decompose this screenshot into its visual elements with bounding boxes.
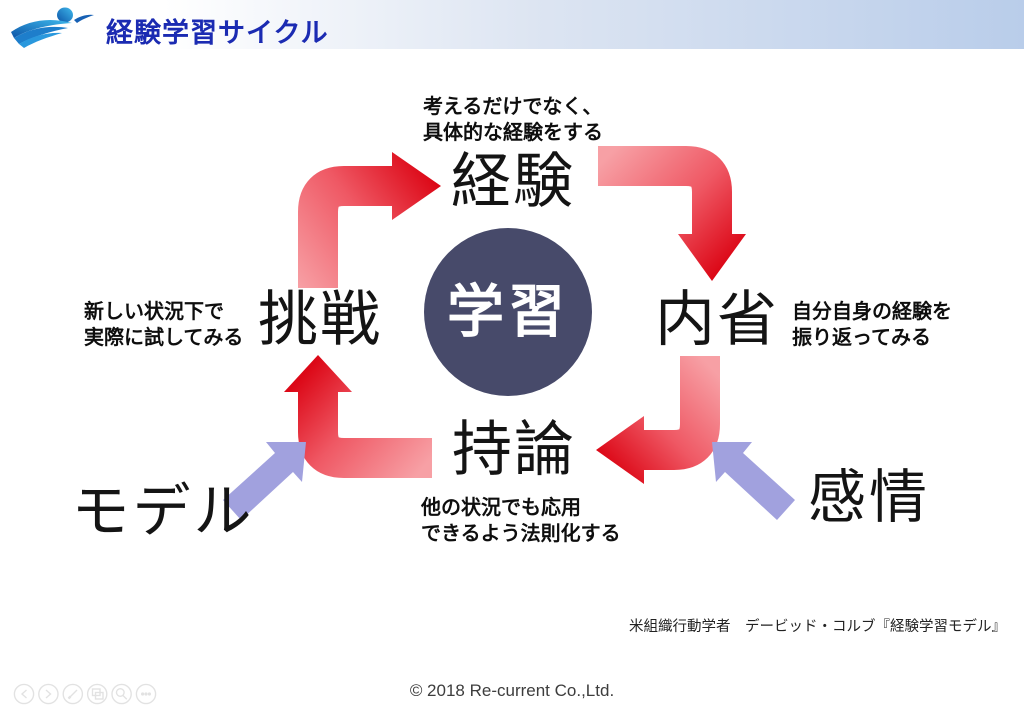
- annotation-theory: 他の状況でも応用 できるよう法則化する: [421, 495, 621, 548]
- arrow-theory-to-challenge: [284, 355, 432, 478]
- pen-icon[interactable]: [62, 683, 84, 705]
- annotation-line: 新しい状況下で: [84, 301, 224, 323]
- annotation-experience: 考えるだけでなく、 具体的な経験をする: [423, 94, 603, 147]
- node-theory: 持論: [452, 416, 576, 483]
- node-reflection: 内省: [655, 286, 779, 353]
- copyright: © 2018 Re-current Co.,Ltd.: [409, 681, 615, 700]
- slides-icon[interactable]: [86, 683, 108, 705]
- source-citation: 米組織行動学者 デービッド・コルブ『経験学習モデル』: [629, 619, 1006, 635]
- viewer-toolbar: [13, 683, 157, 705]
- next-arrow-icon[interactable]: [38, 683, 59, 705]
- node-experience: 経験: [451, 148, 575, 215]
- zoom-icon[interactable]: [111, 683, 132, 705]
- annotation-line: 振り返ってみる: [792, 327, 931, 350]
- input-model: モデル: [71, 479, 255, 544]
- node-challenge: 挑戦: [258, 286, 382, 353]
- re-current-logo: [11, 7, 94, 48]
- page-title: 経験学習サイクル: [106, 18, 329, 48]
- more-ellipsis-icon[interactable]: [135, 683, 157, 705]
- center-label: 学習: [447, 279, 569, 344]
- annotation-line: 実際に試してみる: [84, 327, 244, 350]
- annotation-line: 考えるだけでなく、: [423, 96, 603, 118]
- annotation-reflection: 自分自身の経験を 振り返ってみる: [792, 299, 952, 352]
- annotation-line: できるよう法則化する: [421, 523, 621, 546]
- previous-arrow-icon[interactable]: [13, 683, 35, 705]
- header-band: 経験学習サイクル: [0, 0, 1024, 49]
- annotation-line: 自分自身の経験を: [792, 301, 952, 323]
- input-emotion: 感情: [807, 465, 930, 530]
- annotation-line: 具体的な経験をする: [423, 122, 603, 145]
- center-learning-circle: 学習: [424, 228, 592, 396]
- annotation-line: 他の状況でも応用: [421, 497, 581, 519]
- annotation-challenge: 新しい状況下で 実際に試してみる: [84, 299, 243, 352]
